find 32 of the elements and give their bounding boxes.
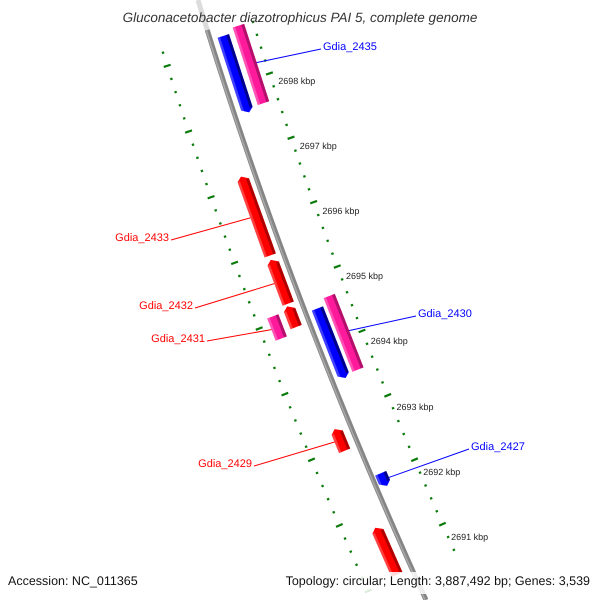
scale-label: 2691 kbp [451, 532, 488, 542]
leader-line [388, 448, 470, 478]
gene-label: Gdia_2429 [198, 459, 252, 470]
scale-label: 2696 kbp [322, 206, 360, 216]
gene-label: Gdia_2427 [471, 442, 525, 453]
leader-line [194, 283, 275, 308]
gene-label: Gdia_2433 [115, 233, 169, 244]
gene-label: Gdia_2431 [151, 334, 205, 345]
leader-line [170, 217, 251, 240]
leader-line [348, 316, 416, 332]
gene-label: Gdia_2432 [139, 301, 193, 312]
scale-label: 2695 kbp [346, 272, 384, 282]
leader-line [254, 442, 335, 466]
gene-bar [268, 260, 294, 306]
gene-label: Gdia_2435 [323, 42, 377, 53]
gene-bar [375, 470, 390, 489]
scale-label: 2698 kbp [278, 76, 316, 86]
gene-bar [232, 24, 270, 106]
gene-bar [267, 314, 287, 341]
gene-bar [332, 429, 350, 454]
gene-bar [238, 176, 276, 258]
scale-label: 2692 kbp [423, 468, 460, 477]
chart-title: Gluconacetobacter diazotrophicus PAI 5, complete genome [122, 11, 478, 24]
gene-bar [324, 294, 364, 372]
scale-label: 2694 kbp [370, 337, 408, 346]
scale-label: 2697 kbp [300, 142, 337, 151]
leader-line [256, 48, 322, 64]
leader-line [206, 329, 272, 342]
footer-text: Accession: NC_011365 [8, 575, 138, 588]
scale-label: 2693 kbp [396, 402, 434, 412]
gene-bar [284, 306, 302, 330]
gene-label: Gdia_2430 [418, 309, 472, 320]
